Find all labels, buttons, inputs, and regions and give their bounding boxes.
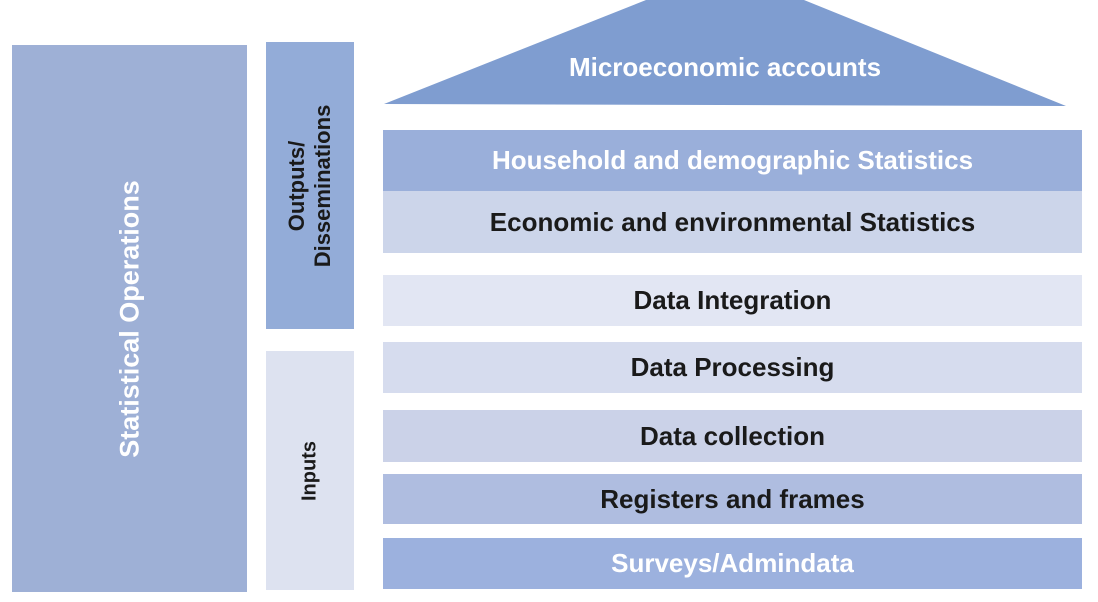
outputs-label-line1: Outputs/ — [284, 140, 309, 231]
layer-surveys-admindata: Surveys/Admindata — [383, 538, 1082, 589]
layer-data-collection: Data collection — [383, 410, 1082, 462]
roof-triangle — [384, 0, 1066, 106]
layer-economic-environmental: Economic and environmental Statistics — [383, 191, 1082, 253]
layer-data-processing: Data Processing — [383, 342, 1082, 393]
layer-registers-frames: Registers and frames — [383, 474, 1082, 524]
layer-data-integration: Data Integration — [383, 275, 1082, 326]
outputs-label-line2: Disseminations — [310, 104, 335, 267]
statistical-operations-pillar: Statistical Operations — [12, 45, 247, 592]
roof-shape — [384, 0, 1066, 106]
outputs-label: Outputs/ Disseminations — [284, 104, 336, 267]
roof-label: Microeconomic accounts — [568, 52, 882, 82]
outputs-column: Outputs/ Disseminations — [266, 42, 354, 329]
layer-household-demographic: Household and demographic Statistics — [383, 130, 1082, 191]
inputs-column: Inputs — [266, 351, 354, 590]
statistical-operations-label: Statistical Operations — [114, 179, 144, 458]
inputs-label: Inputs — [298, 440, 321, 501]
